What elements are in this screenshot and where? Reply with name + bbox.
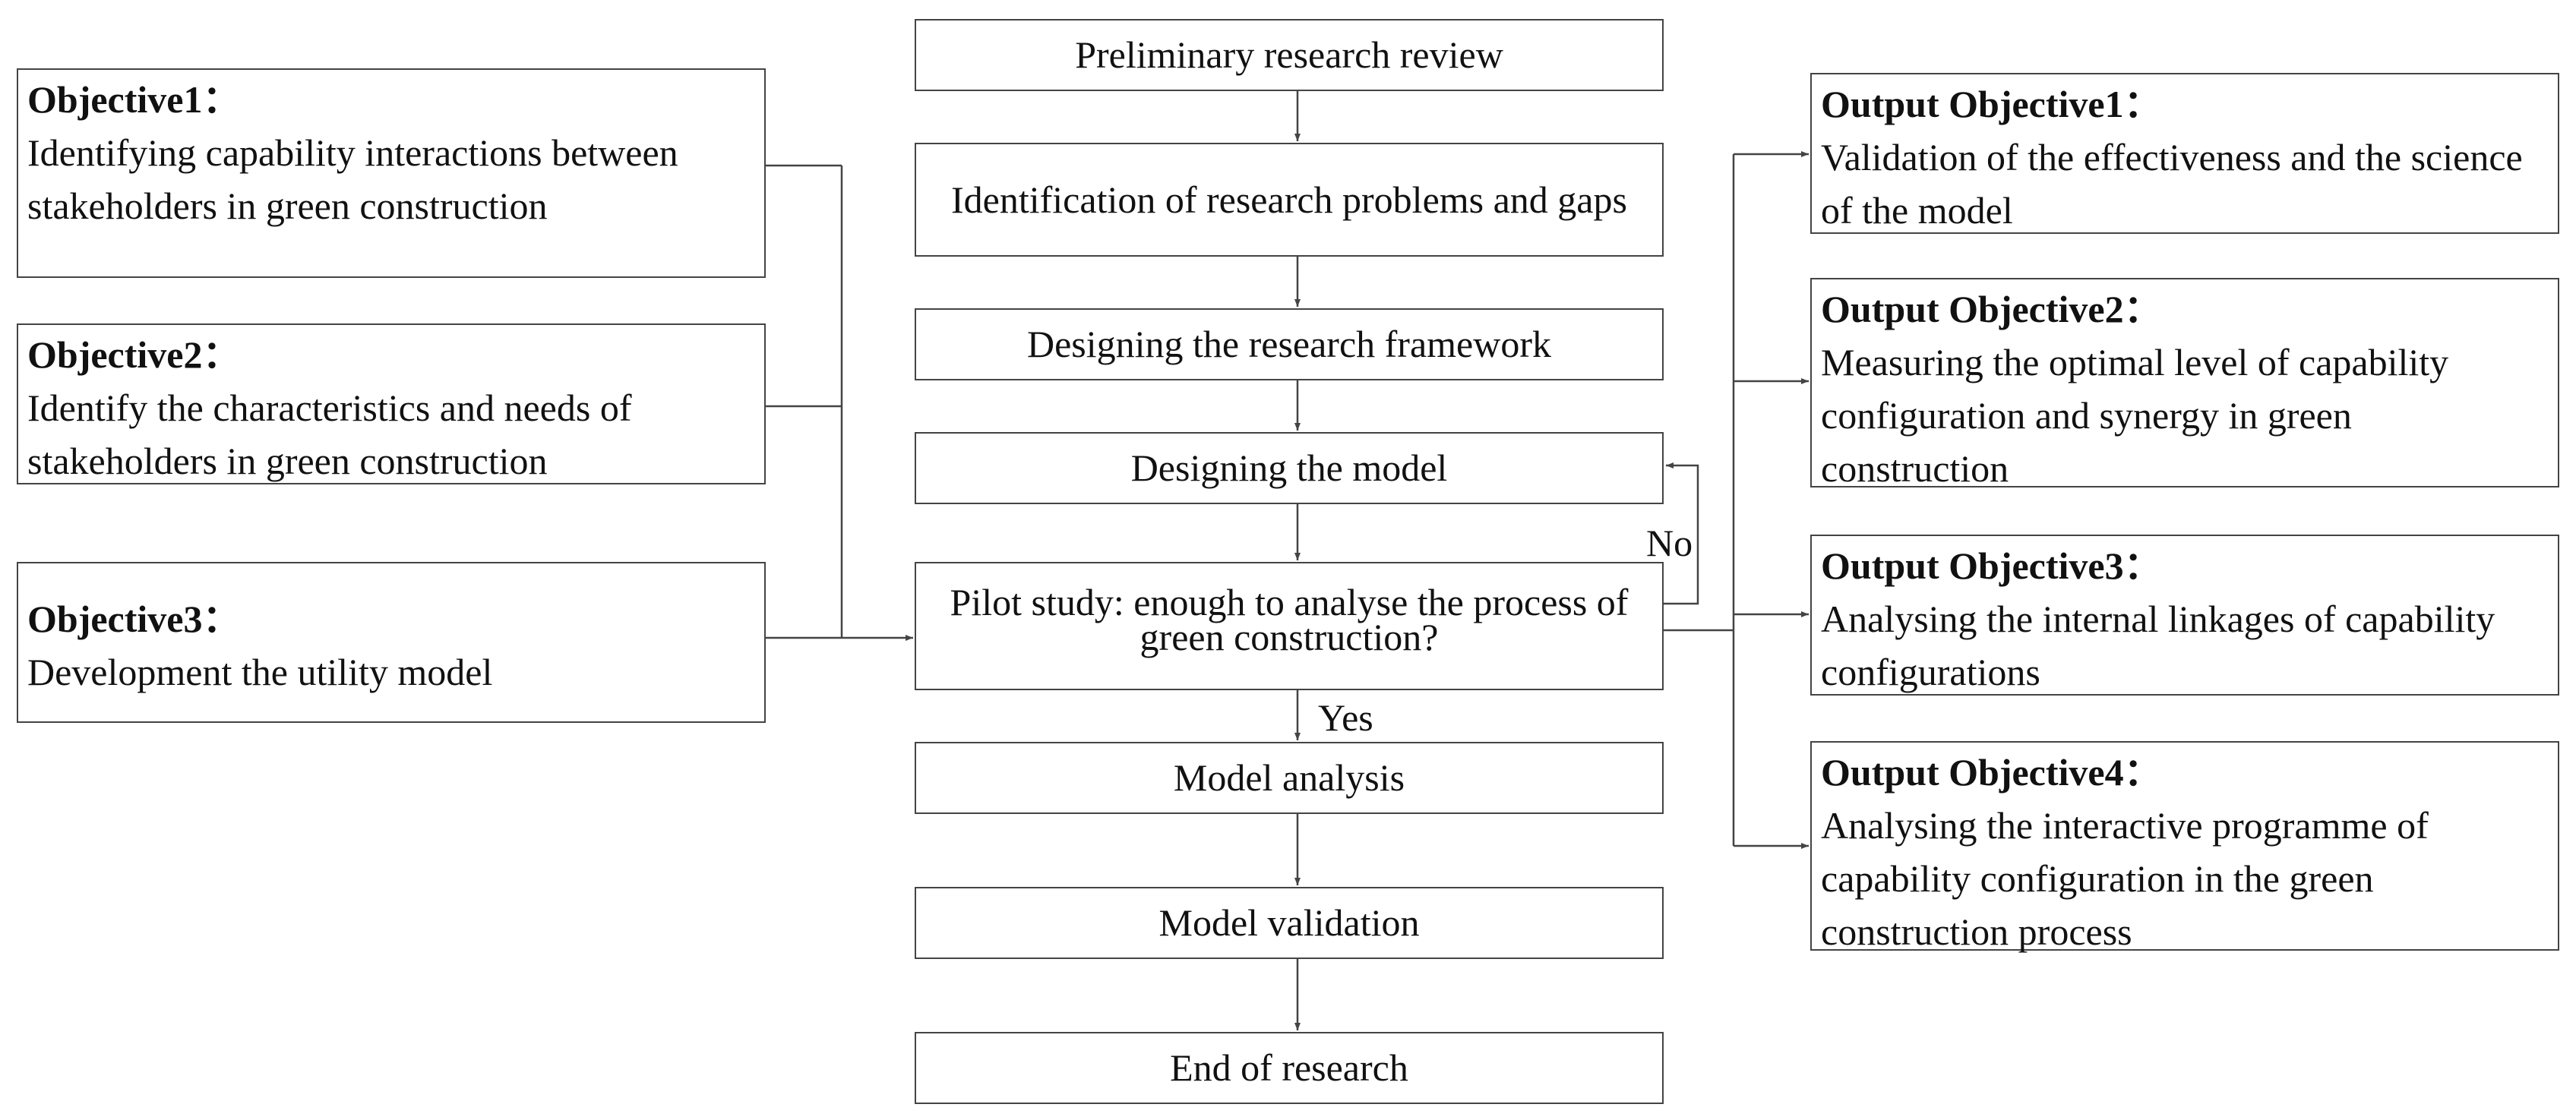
output-objective-2-text: Measuring the optimal level of capabilit… <box>1821 341 2449 490</box>
step-design-model-label: Designing the model <box>1130 446 1448 489</box>
output-objective-1-box: Output Objective1： Validation of the eff… <box>1810 73 2559 234</box>
output-objective-3-title: Output Objective3： <box>1821 544 2162 587</box>
output-objective-4-title: Output Objective4： <box>1821 751 2162 793</box>
objective-2-box: Objective2： Identify the characteristics… <box>17 323 766 484</box>
step-identify-problems: Identification of research problems and … <box>915 143 1664 257</box>
arrow-no-loop <box>1664 462 1699 605</box>
step-preliminary-review-label: Preliminary research review <box>1075 33 1503 76</box>
output-objective-2-title: Output Objective2： <box>1821 288 2162 330</box>
step-end-of-research: End of research <box>915 1032 1664 1104</box>
objective-2-text: Identify the characteristics and needs o… <box>27 386 632 482</box>
objective-1-title: Objective1： <box>27 78 241 121</box>
step-design-framework-label: Designing the research framework <box>1027 323 1551 365</box>
step-identify-problems-label: Identification of research problems and … <box>951 178 1627 221</box>
label-yes: Yes <box>1318 696 1373 739</box>
step-design-model: Designing the model <box>915 432 1664 504</box>
output-objective-2-box: Output Objective2： Measuring the optimal… <box>1810 278 2559 490</box>
objective-3-title: Objective3： <box>27 598 241 640</box>
step-model-analysis: Model analysis <box>915 742 1664 814</box>
objective-2-title: Objective2： <box>27 333 241 376</box>
output-objective-4-text: Analysing the interactive programme of c… <box>1821 804 2429 953</box>
output-objective-3-text: Analysing the internal linkages of capab… <box>1821 598 2495 693</box>
output-objective-1-title: Output Objective1： <box>1821 83 2162 125</box>
step-model-analysis-label: Model analysis <box>1173 756 1405 799</box>
step-preliminary-review: Preliminary research review <box>915 19 1664 91</box>
step-model-validation: Model validation <box>915 887 1664 959</box>
output-objective-1-text: Validation of the effectiveness and the … <box>1821 136 2523 232</box>
step-end-of-research-label: End of research <box>1170 1046 1408 1089</box>
step-design-framework: Designing the research framework <box>915 308 1664 380</box>
objective-3-text: Development the utility model <box>27 651 493 693</box>
step-pilot-study-label: Pilot study: enough to analyse the proce… <box>950 580 1629 658</box>
step-pilot-study: Pilot study: enough to analyse the proce… <box>915 562 1664 690</box>
label-no: No <box>1646 522 1693 564</box>
output-objective-4-box: Output Objective4： Analysing the interac… <box>1810 741 2559 953</box>
objective-1-text: Identifying capability interactions betw… <box>27 131 678 227</box>
objective-3-box: Objective3： Development the utility mode… <box>17 562 766 723</box>
step-model-validation-label: Model validation <box>1158 901 1420 944</box>
objective-1-box: Objective1： Identifying capability inter… <box>17 68 766 278</box>
output-objective-3-box: Output Objective3： Analysing the interna… <box>1810 535 2559 696</box>
